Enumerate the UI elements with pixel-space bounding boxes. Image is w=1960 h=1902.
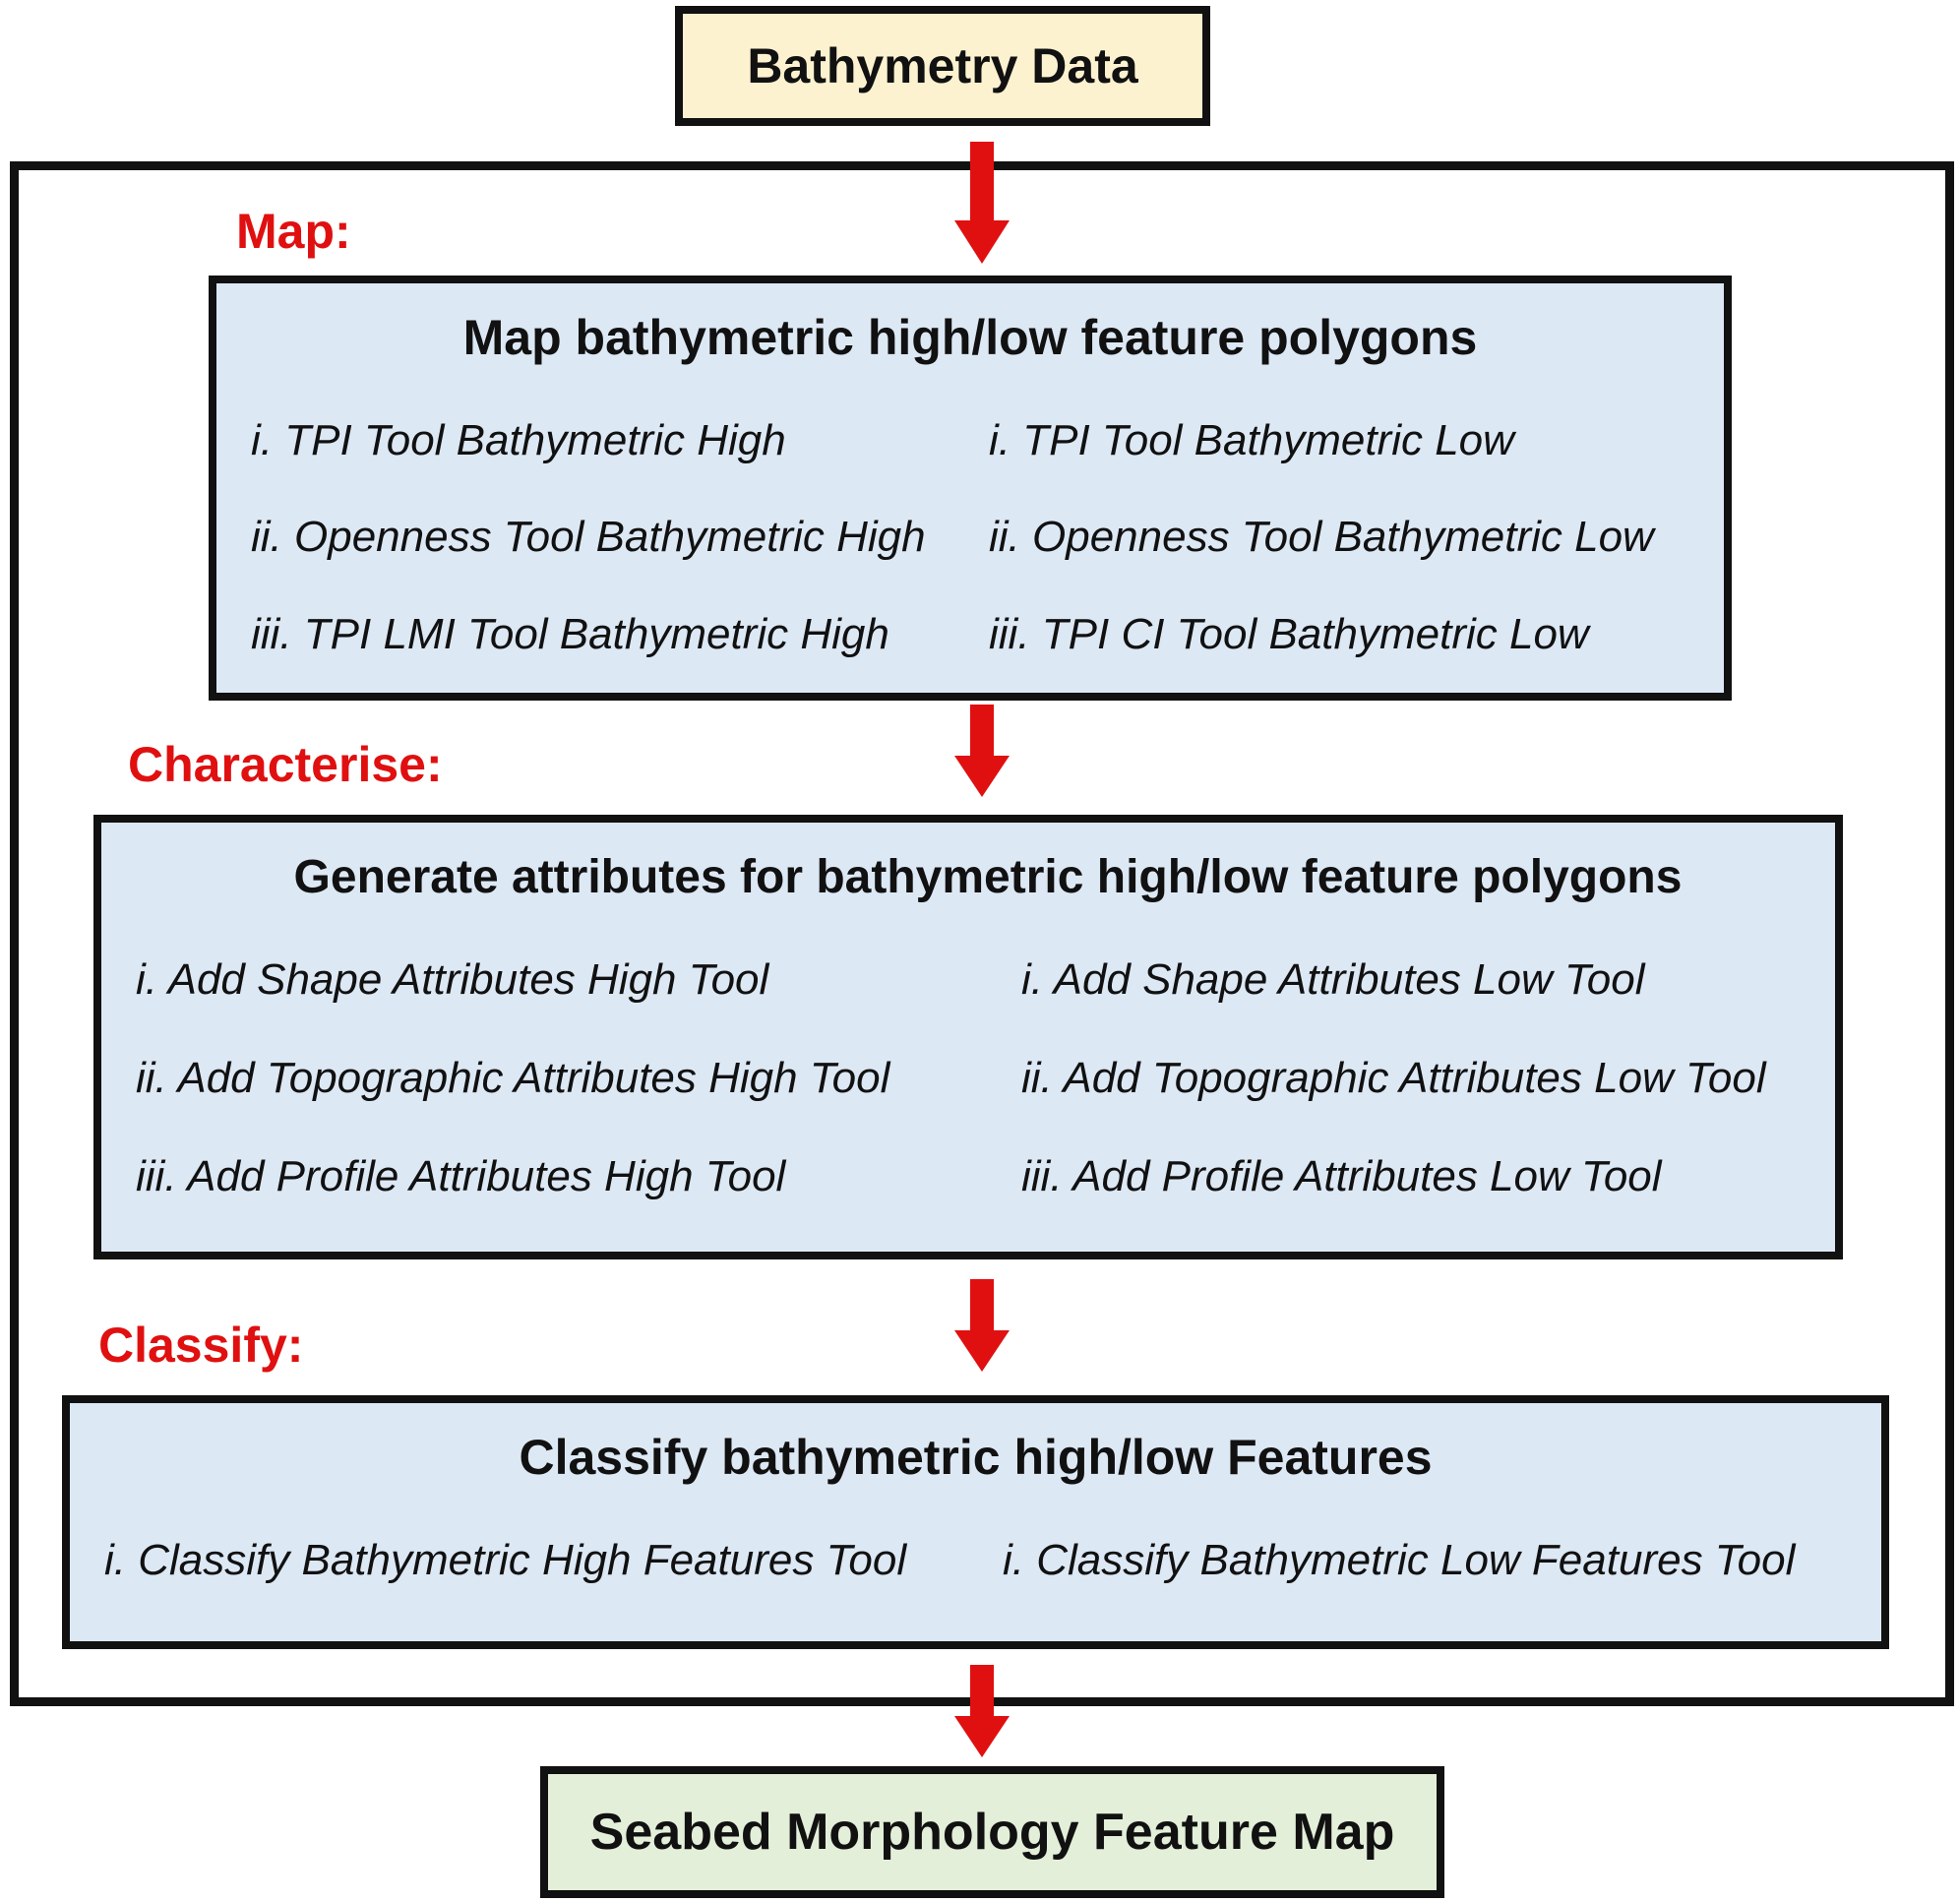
- map-high-tool-1: i. TPI Tool Bathymetric High: [251, 416, 786, 464]
- map-low-tool-3: iii. TPI CI Tool Bathymetric Low: [989, 610, 1589, 658]
- arrow-map-to-characterise: [954, 705, 1010, 797]
- map-high-tool-2: ii. Openness Tool Bathymetric High: [251, 513, 926, 561]
- classify-panel: Classify bathymetric high/low Features i…: [62, 1395, 1889, 1649]
- arrow-characterise-to-classify: [954, 1279, 1010, 1372]
- input-node-bathymetry-data: Bathymetry Data: [675, 6, 1210, 126]
- characterise-low-tool-3: iii. Add Profile Attributes Low Tool: [1021, 1152, 1662, 1200]
- classify-low-tool-1: i. Classify Bathymetric Low Features Too…: [1003, 1536, 1796, 1584]
- output-node-label: Seabed Morphology Feature Map: [589, 1804, 1395, 1861]
- arrow-input-to-map: [954, 142, 1010, 264]
- characterise-high-tool-1: i. Add Shape Attributes High Tool: [136, 955, 769, 1004]
- characterise-high-tool-2: ii. Add Topographic Attributes High Tool: [136, 1054, 890, 1102]
- classify-panel-title: Classify bathymetric high/low Features: [519, 1430, 1433, 1485]
- step-label-characterise: Characterise:: [128, 737, 443, 792]
- arrow-classify-to-output: [954, 1665, 1010, 1757]
- classify-high-tool-1: i. Classify Bathymetric High Features To…: [104, 1536, 907, 1584]
- map-low-tool-1: i. TPI Tool Bathymetric Low: [989, 416, 1514, 464]
- step-label-map: Map:: [236, 204, 351, 259]
- map-panel-title: Map bathymetric high/low feature polygon…: [462, 310, 1478, 365]
- map-low-tool-2: ii. Openness Tool Bathymetric Low: [989, 513, 1654, 561]
- input-node-label: Bathymetry Data: [747, 38, 1138, 93]
- characterise-panel-title: Generate attributes for bathymetric high…: [293, 851, 1683, 903]
- characterise-high-tool-3: iii. Add Profile Attributes High Tool: [136, 1152, 786, 1200]
- characterise-low-tool-1: i. Add Shape Attributes Low Tool: [1021, 955, 1645, 1004]
- output-node-seabed-morphology-map: Seabed Morphology Feature Map: [540, 1766, 1444, 1898]
- step-label-classify: Classify:: [98, 1318, 304, 1373]
- map-panel: Map bathymetric high/low feature polygon…: [209, 276, 1732, 701]
- map-high-tool-3: iii. TPI LMI Tool Bathymetric High: [251, 610, 889, 658]
- characterise-panel: Generate attributes for bathymetric high…: [93, 815, 1843, 1259]
- characterise-low-tool-2: ii. Add Topographic Attributes Low Tool: [1021, 1054, 1766, 1102]
